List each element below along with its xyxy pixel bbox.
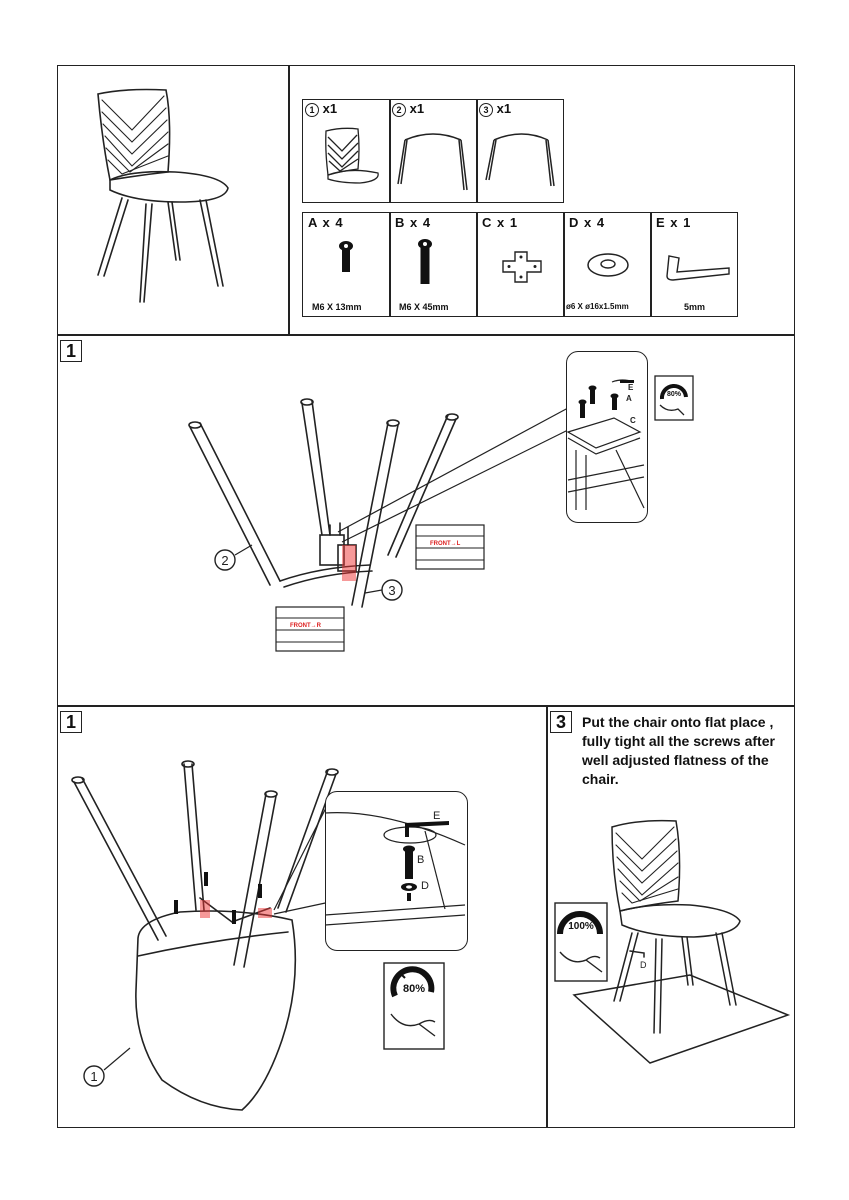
step-3-torque-icon: 100%	[554, 902, 608, 982]
part-2-number: 2	[392, 103, 406, 117]
step-1-detail-illustration: E A C	[566, 379, 645, 510]
hex-key-e-icon	[666, 255, 730, 281]
step-2-label-d: D	[421, 880, 429, 892]
step-1-label-e: E	[628, 383, 634, 392]
divider-step1-bottom	[57, 705, 795, 707]
assembled-chair-illustration	[97, 88, 229, 303]
hw-divider-2	[476, 212, 478, 317]
step-2-detail-illustration: E B D	[325, 810, 466, 926]
part-3-label: 3 x1	[479, 101, 511, 117]
step-2-zoom-lines	[273, 799, 331, 915]
step-3-torque-text: 100%	[568, 921, 594, 932]
hw-a-spec: M6 X 13mm	[312, 302, 362, 312]
step-3-tool-label: D	[640, 960, 647, 970]
step-2-number: 1	[60, 711, 82, 733]
washer-d-icon	[587, 253, 629, 277]
bolt-b-icon	[418, 239, 432, 284]
part-2-legs-icon	[397, 133, 468, 191]
part-3-number: 3	[479, 103, 493, 117]
part-1-qty: x1	[322, 101, 338, 116]
step-2-label-e: E	[433, 810, 440, 822]
hw-d-spec: ø6 X ø16x1.5mm	[566, 302, 629, 311]
sticker-front-right-text: FRONT→R	[290, 623, 322, 629]
hardware-table	[302, 212, 738, 317]
step-1-detail-bubble	[566, 351, 648, 523]
part-1-seat-icon	[325, 127, 379, 184]
step-1-callout-leg-3: 3	[388, 583, 395, 598]
hw-c-label: C x 1	[482, 215, 519, 230]
step-2-callout-seat: 1	[90, 1069, 97, 1084]
step-1-torque-icon: 80%	[654, 375, 694, 421]
step-1-callout-leg-2: 2	[221, 553, 228, 568]
step-1-label-a: A	[626, 394, 632, 403]
cross-plate-c-icon	[502, 251, 542, 283]
sticker-front-left-text: FRONT→L	[430, 541, 461, 547]
hw-b-spec: M6 X 45mm	[399, 302, 449, 312]
step-1-number: 1	[60, 340, 82, 362]
step-3-instruction: Put the chair onto flat place , fully ti…	[582, 714, 775, 787]
step-1-torque-text: 80%	[667, 391, 682, 398]
sticker-front-left: FRONT→L	[415, 524, 485, 570]
step-2-detail-bubble	[325, 791, 468, 951]
hw-e-label: E x 1	[656, 215, 692, 230]
step-3-number: 3	[550, 711, 572, 733]
hw-e-spec: 5mm	[684, 302, 706, 312]
step-2-torque-icon: 80%	[383, 962, 445, 1050]
hw-b-label: B x 4	[395, 215, 432, 230]
bolt-a-icon	[339, 241, 353, 272]
hw-divider-3	[563, 212, 565, 317]
hw-divider-1	[389, 212, 391, 317]
hw-d-label: D x 4	[569, 215, 606, 230]
step-2-label-b: B	[417, 854, 424, 866]
hw-divider-4	[650, 212, 652, 317]
part-3-legs-icon	[485, 133, 555, 187]
divider-top-vertical	[288, 65, 290, 335]
parts-table	[302, 99, 564, 203]
step-2-torque-text: 80%	[403, 983, 425, 995]
part-3-qty: x1	[496, 101, 512, 116]
part-2-label: 2 x1	[392, 101, 424, 117]
part-2-qty: x1	[409, 101, 425, 116]
hw-a-label: A x 4	[308, 215, 344, 230]
part-1-number: 1	[305, 103, 319, 117]
step-1-leg-frame-illustration: 2 3	[188, 398, 459, 608]
step-3-chair-on-floor-illustration: D	[572, 819, 791, 1064]
part-1-label: 1 x1	[305, 101, 337, 117]
divider-bottom-vertical	[546, 705, 548, 1128]
step-1-label-c: C	[630, 416, 636, 425]
divider-header-bottom	[57, 334, 795, 336]
parts-divider-2	[476, 99, 478, 203]
sticker-front-right: FRONT→R	[275, 606, 345, 652]
step-1-zoom-lines	[337, 407, 569, 543]
page-frame	[57, 65, 795, 1128]
parts-divider-1	[389, 99, 391, 203]
